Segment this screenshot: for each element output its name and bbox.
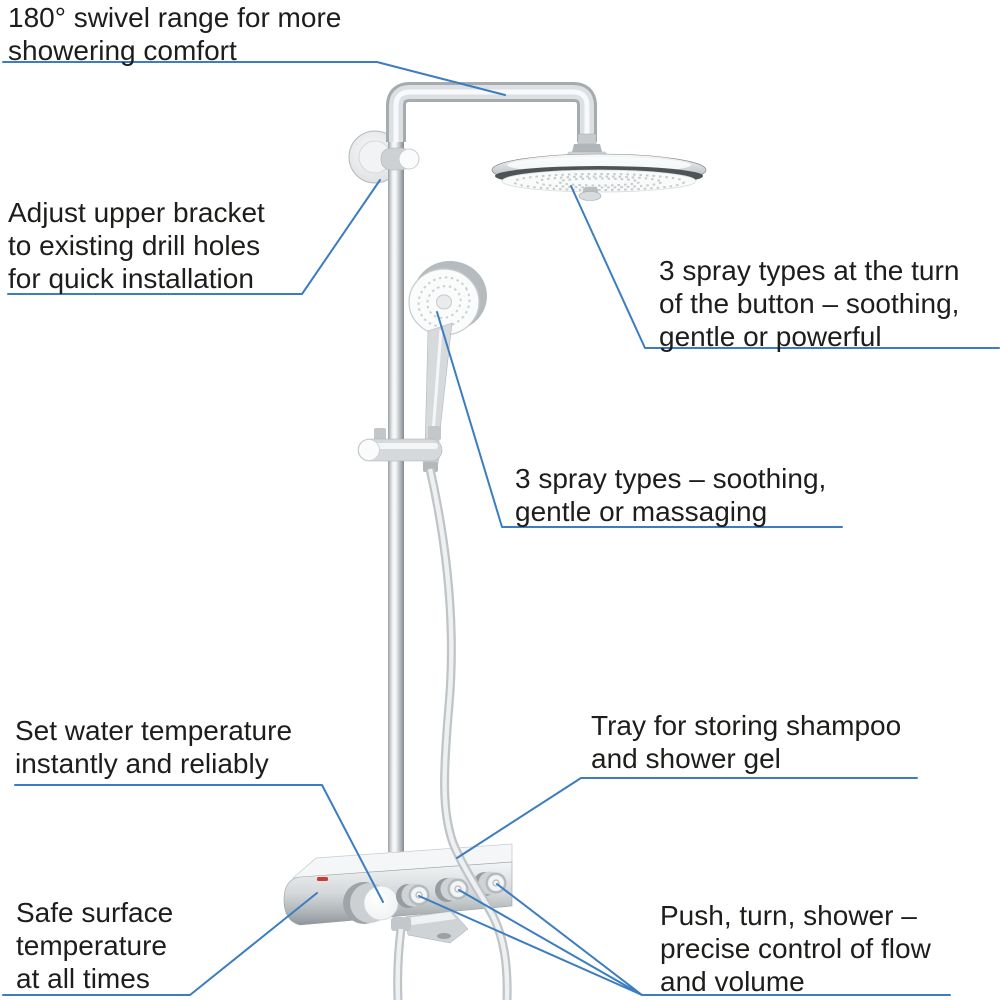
- leader-head-spray-types: [570, 185, 1000, 349]
- shower-arm: [386, 82, 597, 142]
- annotation-text-line: Tray for storing shampoo: [591, 710, 902, 741]
- leader-water-temperature: [14, 784, 384, 903]
- annotation-text-line: 180° swivel range for more: [8, 2, 342, 33]
- annotation-text-line: and shower gel: [591, 743, 781, 774]
- temperature-indicator: [317, 877, 328, 881]
- slider-bracket: [357, 426, 443, 462]
- annotation-text-line: of the button – soothing,: [659, 288, 960, 319]
- annotation-text-line: and volume: [660, 966, 805, 997]
- leader-flow-control-2: [458, 889, 643, 996]
- shower-hose: [391, 468, 512, 1000]
- annotation-hand-spray-types: 3 spray types – soothing, gentle or mass…: [515, 462, 826, 528]
- annotation-text-line: temperature: [16, 930, 167, 961]
- thermostat-unit: [283, 843, 513, 944]
- head-spray-button: [578, 187, 602, 201]
- temperature-knob: [343, 882, 399, 924]
- leader-flow-control-3: [496, 883, 643, 996]
- annotation-safe-surface: Safe surface temperature at all times: [16, 896, 173, 995]
- annotation-flow-control: Push, turn, shower – precise control of …: [660, 899, 931, 998]
- annotation-text-line: Set water temperature: [15, 715, 293, 746]
- tub-spout: [404, 910, 469, 944]
- annotation-text-line: 3 spray types – soothing,: [515, 463, 827, 494]
- annotation-text-line: Safe surface: [16, 897, 174, 928]
- annotation-text-line: to existing drill holes: [8, 230, 261, 261]
- annotation-text-line: precise control of flow: [660, 933, 931, 964]
- annotation-text-line: gentle or massaging: [515, 496, 768, 527]
- leader-upper-bracket: [7, 179, 381, 295]
- annotation-swivel-range: 180° swivel range for more showering com…: [8, 1, 341, 67]
- leader-hand-spray-types: [436, 311, 843, 528]
- annotation-water-temperature: Set water temperature instantly and reli…: [15, 714, 292, 780]
- annotation-text-line: showering comfort: [8, 35, 237, 66]
- annotation-text-line: Adjust upper bracket: [8, 197, 265, 228]
- leader-lines: [2, 61, 1000, 996]
- shower-rail: [388, 96, 404, 852]
- leader-storage-tray: [456, 777, 918, 859]
- annotation-text-line: Push, turn, shower –: [660, 900, 917, 931]
- annotation-text-line: instantly and reliably: [15, 748, 269, 779]
- annotation-text-line: at all times: [16, 963, 150, 994]
- annotation-text-line: gentle or powerful: [659, 321, 882, 352]
- smartcontrol-button-2: [435, 877, 469, 902]
- smartcontrol-button-1: [396, 883, 430, 908]
- annotation-head-spray-types: 3 spray types at the turn of the button …: [659, 254, 959, 353]
- leader-safe-surface: [2, 892, 318, 996]
- annotation-text-line: 3 spray types at the turn: [659, 255, 960, 286]
- annotation-upper-bracket: Adjust upper bracket to existing drill h…: [8, 196, 265, 295]
- leader-swivel-range: [2, 61, 506, 96]
- bracket-knob: [380, 147, 420, 171]
- annotation-storage-tray: Tray for storing shampoo and shower gel: [591, 709, 901, 775]
- annotation-text-line: for quick installation: [8, 263, 254, 294]
- head-shower: [491, 153, 707, 201]
